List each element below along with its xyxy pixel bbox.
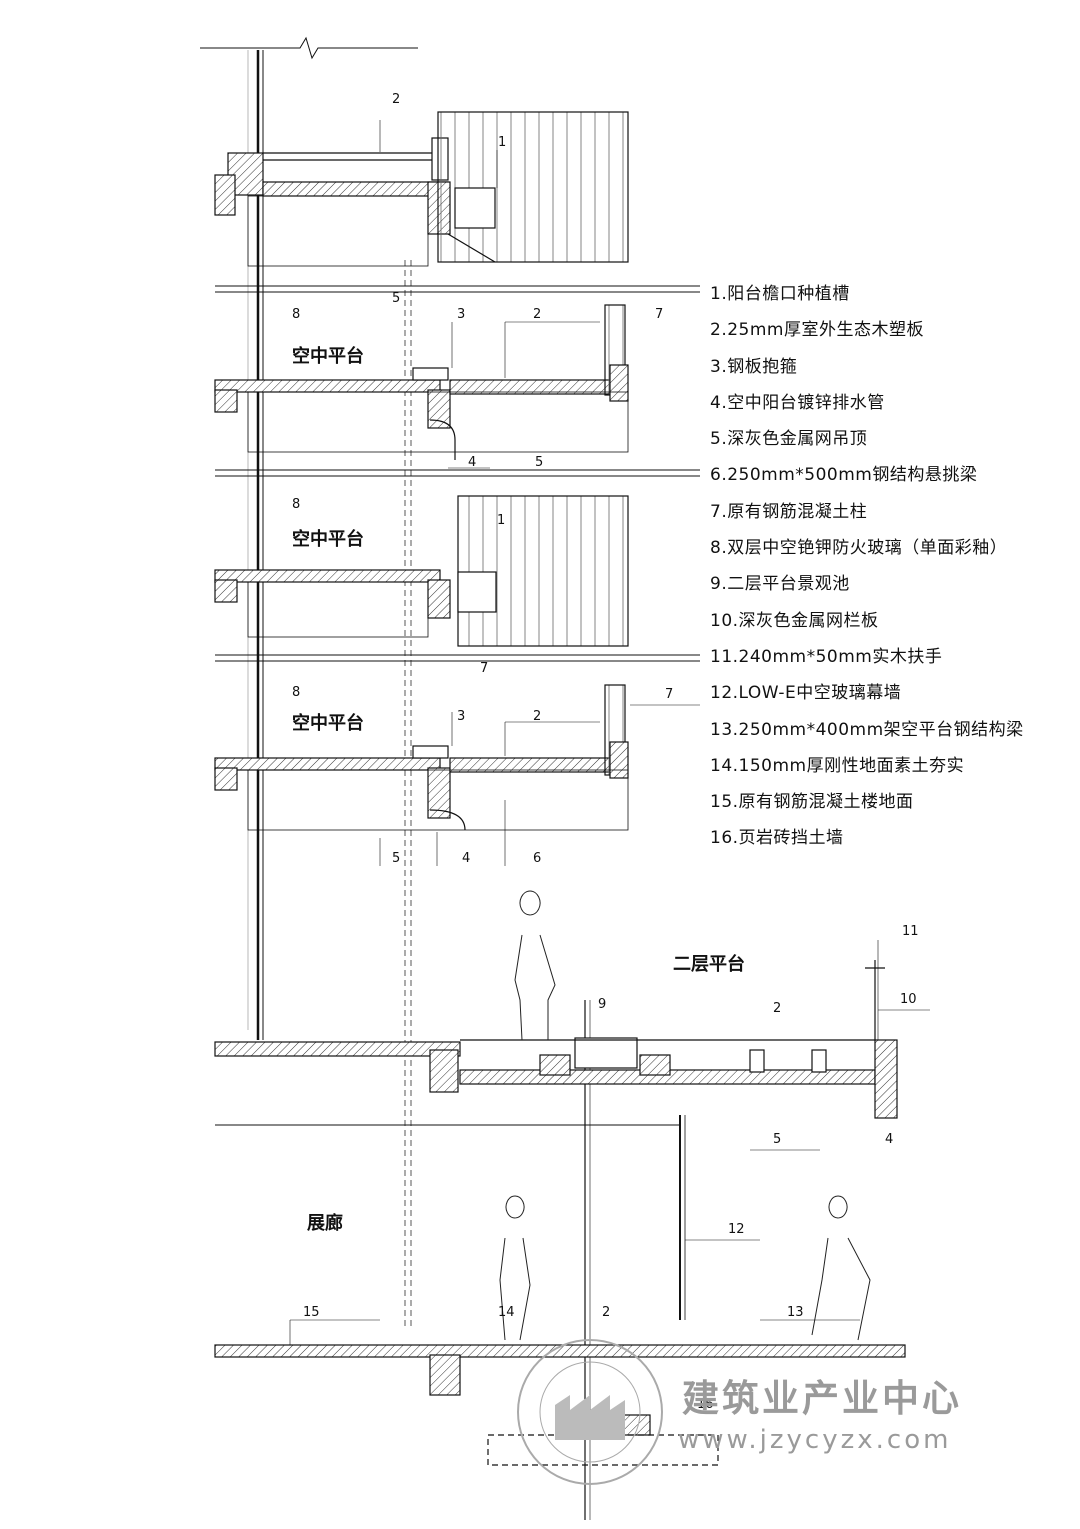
callout-number: 1 [497,513,505,528]
ground-slab [214,1344,906,1466]
legend-item: 6.250mm*500mm钢结构悬挑梁 [710,465,978,486]
callout-number: 4 [462,851,470,866]
callout-number: 7 [665,687,673,702]
callout-number: 1 [498,135,506,150]
legend-item: 2.25mm厚室外生态木塑板 [710,320,924,341]
callout-number: 10 [900,992,917,1007]
room-labels: 空中平台 空中平台 空中平台 二层平台 展廊 [292,345,745,1234]
watermark-seal [517,1339,663,1485]
person-figure [514,890,556,1041]
callout-number: 8 [292,307,300,322]
callout-number: 14 [498,1305,515,1320]
legend-item: 10.深灰色金属网栏板 [710,610,879,631]
callout-number: 16 [697,1397,714,1412]
callout-number: 2 [533,709,541,724]
break-line [200,36,418,60]
room-label-level2: 二层平台 [673,953,745,975]
room-label-gallery: 展廊 [307,1212,343,1234]
callout-number: 4 [885,1132,893,1147]
leader-lines [289,120,930,1345]
person-figure [811,1195,871,1341]
callout-number: 5 [535,455,543,470]
callout-number: 8 [292,497,300,512]
callout-number: 7 [480,661,488,676]
person-figure [499,1195,531,1341]
legend-item: 16.页岩砖挡土墙 [710,828,844,849]
legend-item: 12.LOW-E中空玻璃幕墙 [710,683,902,704]
room-label-sky2: 空中平台 [292,528,364,550]
callout-number: 8 [292,685,300,700]
legend-item: 8.双层中空铯钾防火玻璃（单面彩釉） [710,538,1008,559]
glass-wall-lines [247,50,686,1520]
legend-item: 11.240mm*50mm实木扶手 [710,646,943,667]
callout-number: 2 [392,92,400,107]
slab-level-c [214,495,629,647]
callout-number: 15 [303,1305,320,1320]
room-label-sky3: 空中平台 [292,712,364,734]
callout-number: 5 [392,851,400,866]
watermark-url: www.jzycyzx.com [678,1425,952,1455]
callout-number: 6 [533,851,541,866]
legend-item: 14.150mm厚刚性地面素土夯实 [710,755,965,776]
callout-number: 5 [392,291,400,306]
watermark-name: 建筑业产业中心 [682,1377,962,1420]
legend-item: 7.原有钢筋混凝土柱 [710,501,868,522]
legend-item: 15.原有钢筋混凝土楼地面 [710,792,914,813]
callouts: 2 1 5 8 3 2 7 4 5 8 1 7 8 3 2 7 5 4 6 11… [292,92,919,1412]
callout-number: 2 [773,1001,781,1016]
room-label-sky1: 空中平台 [292,345,364,367]
legend-item: 9.二层平台景观池 [710,574,850,595]
callout-number: 3 [457,307,465,322]
human-figures [499,890,871,1341]
callout-number: 3 [457,709,465,724]
callout-number: 4 [468,455,476,470]
callout-number: 9 [598,997,606,1012]
legend-item: 4.空中阳台镀锌排水管 [710,392,885,413]
callout-number: 5 [773,1132,781,1147]
legend-item: 13.250mm*400mm架空平台钢结构梁 [710,719,1024,740]
legend-list: 1.阳台檐口种植槽 2.25mm厚室外生态木塑板 3.钢板抱箍 4.空中阳台镀锌… [710,282,1070,863]
callout-number: 13 [787,1305,804,1320]
callout-number: 11 [902,924,919,939]
legend-item: 5.深灰色金属网吊顶 [710,429,868,450]
callout-number: 7 [655,307,663,322]
slab-level-a [214,111,629,267]
slab-level-b [214,304,629,460]
legend-item: 3.钢板抱箍 [710,356,798,377]
callout-number: 12 [728,1222,745,1237]
legend-item: 1.阳台檐口种植槽 [710,284,850,304]
callout-number: 2 [533,307,541,322]
floor-separators [215,285,700,1126]
callout-number: 2 [602,1305,610,1320]
slab-level-d [214,684,629,831]
platform-level2 [214,960,898,1119]
